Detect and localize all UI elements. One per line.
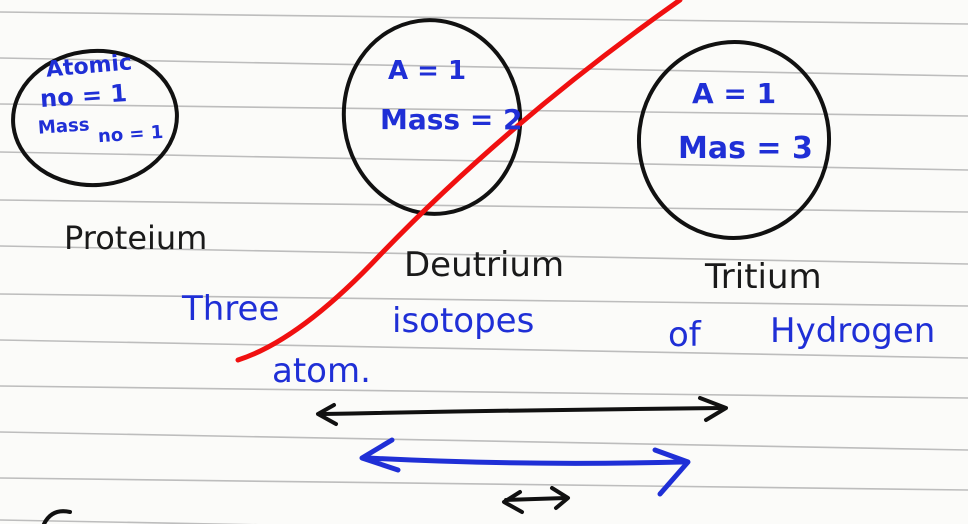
- proteium-line-3: Mass: [37, 114, 91, 139]
- caption-word-hydrogen: Hydrogen: [770, 311, 936, 351]
- deutrium-line-2: Mass = 2: [380, 103, 523, 136]
- small-double-arrow: [502, 486, 570, 514]
- black-double-arrow: [316, 396, 728, 426]
- tritium-line-1: A = 1: [692, 77, 777, 110]
- proteium-line-4: no = 1: [97, 121, 164, 148]
- rule-line: [0, 245, 968, 265]
- caption-word-three: Three: [182, 289, 280, 329]
- rule-line: [0, 339, 968, 359]
- rule-line: [0, 199, 968, 213]
- tritium-label: Tritium: [705, 257, 822, 297]
- red-stroke: [235, 0, 683, 363]
- rule-line: [0, 57, 968, 77]
- proteium-line-2: no = 1: [39, 78, 128, 114]
- proteium-label: Proteium: [64, 219, 208, 257]
- rule-line: [0, 431, 968, 451]
- caption-word-isotopes: isotopes: [392, 301, 535, 341]
- rule-line: [0, 11, 968, 25]
- deutrium-circle: [341, 18, 523, 216]
- bottom-left-mark: [42, 509, 72, 524]
- blue-double-arrow: [359, 437, 691, 497]
- rule-line: [0, 293, 968, 307]
- deutrium-line-1: A = 1: [388, 56, 467, 86]
- rule-line: [0, 477, 968, 491]
- caption-word-atom: atom.: [272, 351, 371, 391]
- deutrium-label: Deutrium: [404, 245, 565, 285]
- caption-word-of: of: [668, 315, 701, 355]
- proteium-circle: [11, 48, 179, 188]
- rule-line: [0, 519, 259, 524]
- rule-line: [0, 385, 968, 399]
- tritium-line-2: Mas = 3: [678, 131, 813, 166]
- tritium-circle: [636, 40, 832, 240]
